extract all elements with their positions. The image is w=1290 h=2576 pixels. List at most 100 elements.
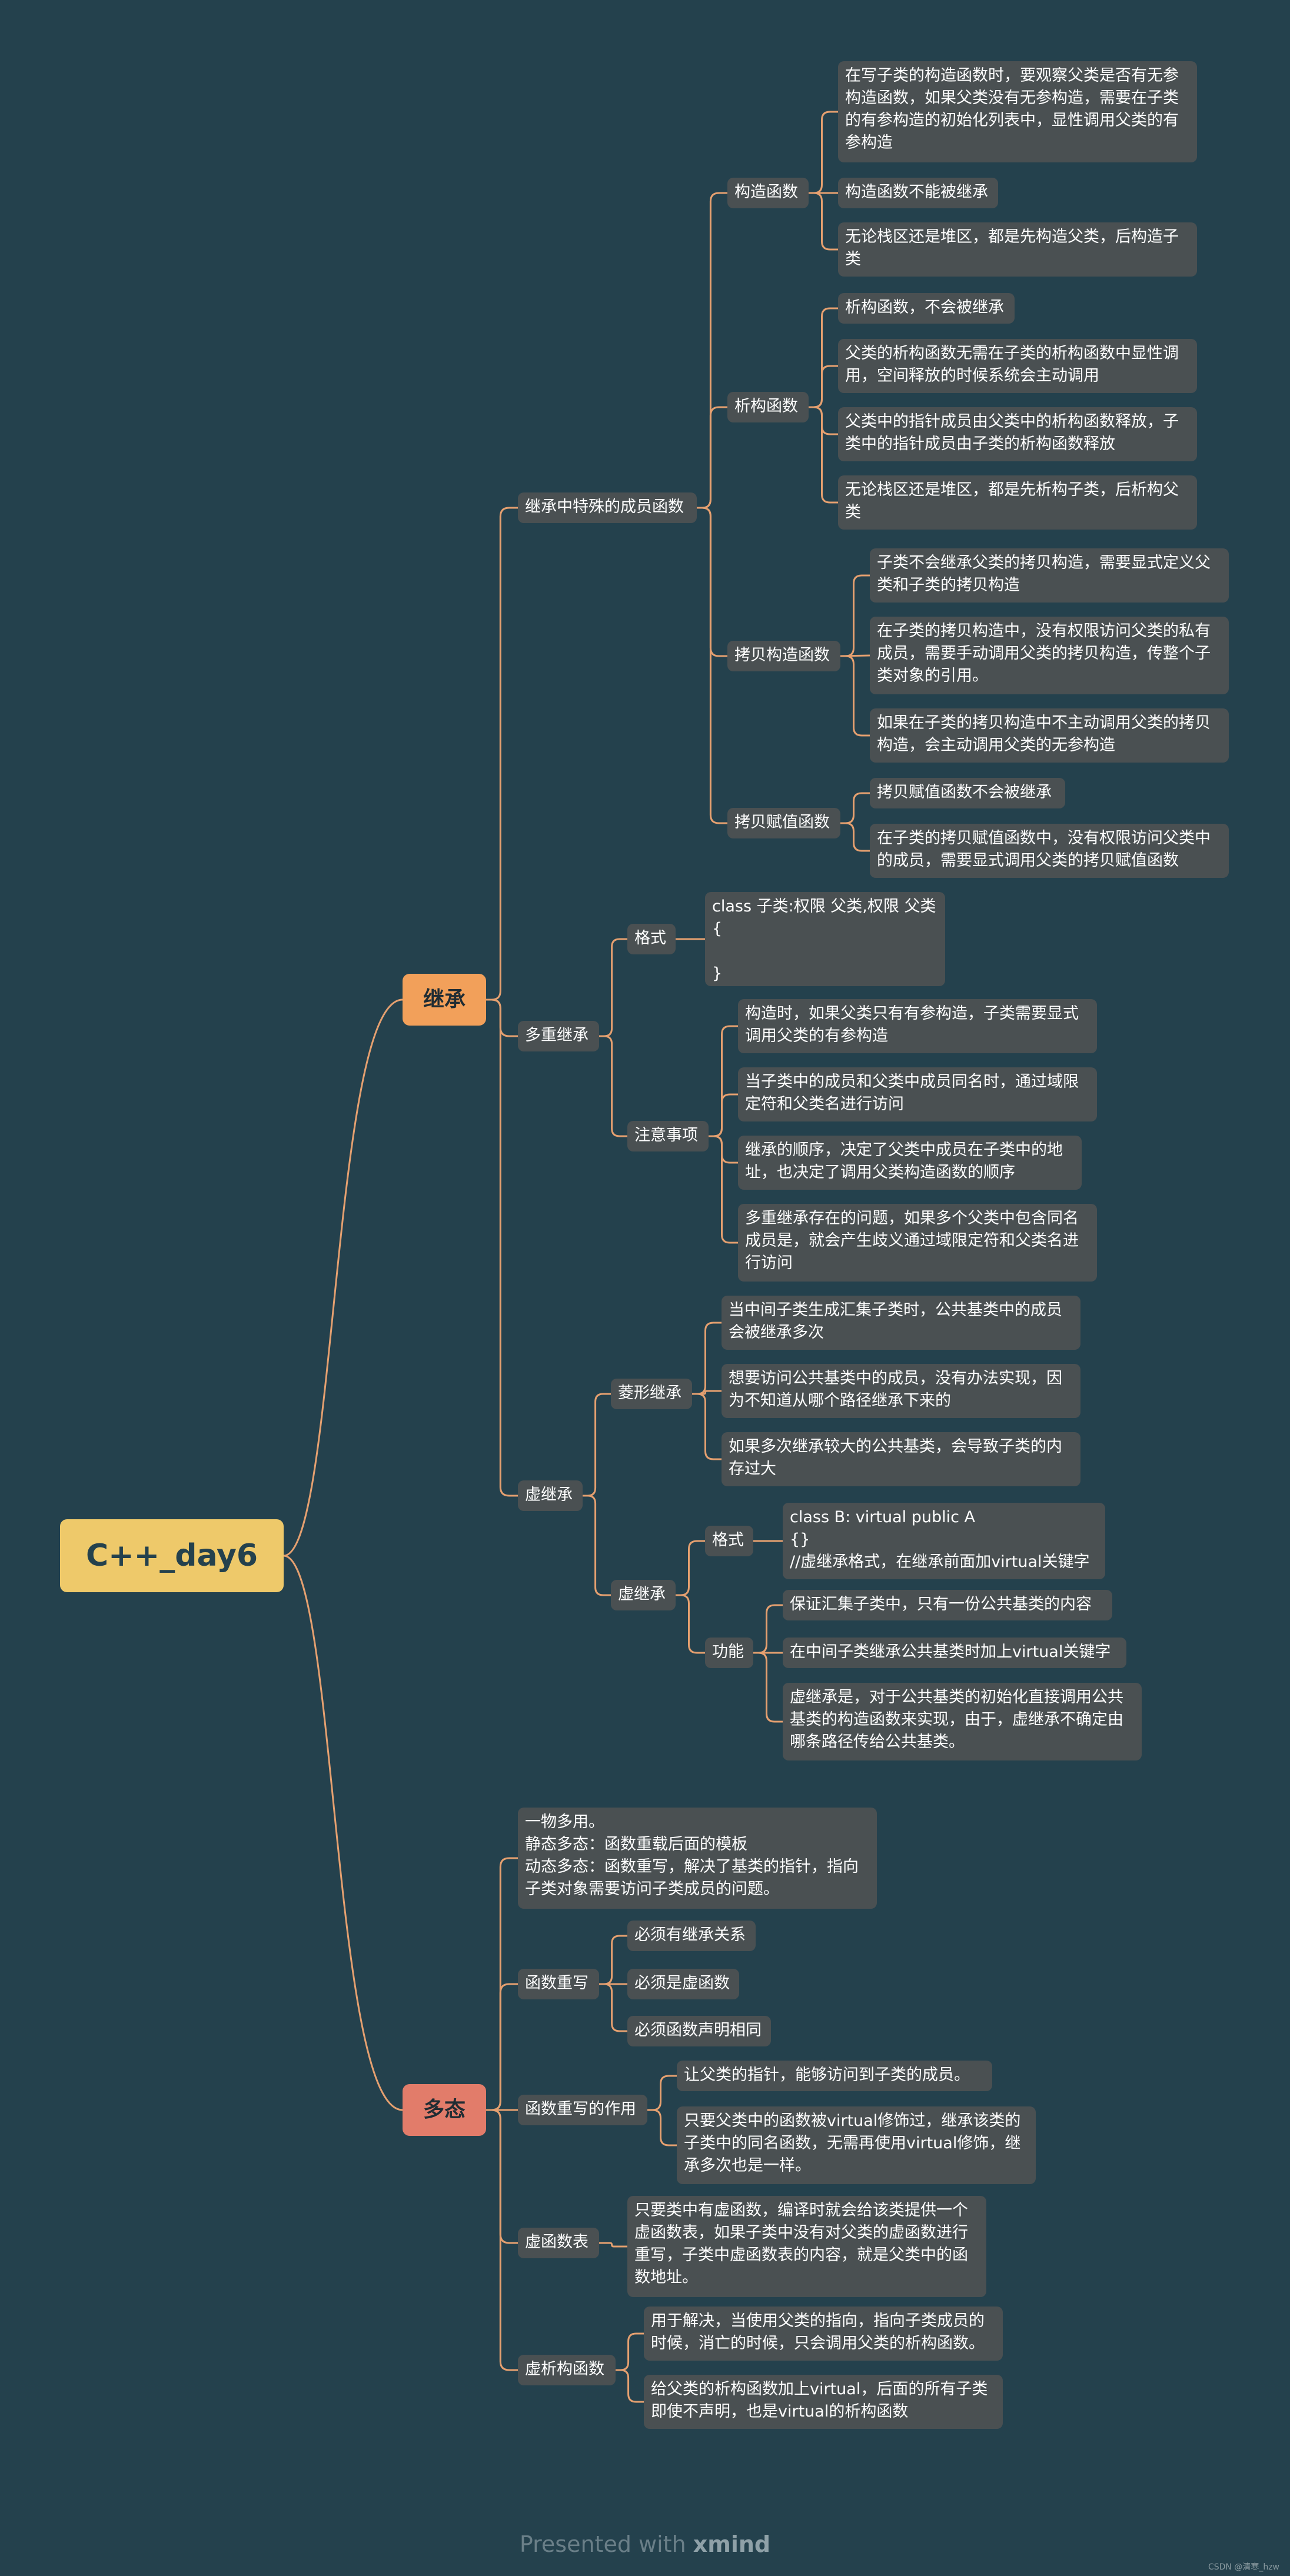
connector-topic-copy-constructor	[697, 507, 727, 657]
topic-special-members[interactable]: 继承中特殊的成员函数	[518, 492, 697, 523]
leaf-constructor-1[interactable]: 在写子类的构造函数时，要观察父类是否有无参构造函数，如果父类没有无参构造，需要在…	[838, 61, 1197, 162]
leaf-constructor-2[interactable]: 构造函数不能被继承	[838, 178, 998, 208]
leaf-polymorphism-definition[interactable]: 一物多用。 静态多态：函数重载后面的模板 动态多态：函数重写，解决了基类的指针，…	[518, 1808, 877, 1909]
connector-leaf-note-1	[709, 1025, 738, 1137]
connector-leaf-note-3	[709, 1135, 738, 1164]
connector-leaf-constructor-1	[809, 111, 838, 194]
leaf-destructor-4[interactable]: 无论栈区还是堆区，都是先析构子类，后析构父类	[838, 475, 1197, 530]
topic-virtual-inheritance[interactable]: 虚继承	[518, 1480, 583, 1511]
connector-topic-override	[486, 1983, 518, 2111]
connector-topic-copy-assignment	[697, 507, 727, 824]
connector-leaf-copy-1	[840, 574, 870, 657]
topic-multiple-inheritance[interactable]: 多重继承	[518, 1021, 599, 1051]
topic-virtual-destructor[interactable]: 虚析构函数	[518, 2355, 616, 2385]
leaf-override-3[interactable]: 必须函数声明相同	[627, 2016, 771, 2046]
connector-leaf-constructor-3	[809, 192, 838, 251]
connector-leaf-diamond-1	[692, 1322, 722, 1395]
topic-function[interactable]: 功能	[705, 1638, 753, 1668]
leaf-note-4[interactable]: 多重继承存在的问题，如果多个父类中包含同名成员是，就会产生歧义通过域限定符和父类…	[738, 1204, 1097, 1282]
leaf-note-3[interactable]: 继承的顺序，决定了父类中成员在子类中的地址，也决定了调用父类构造函数的顺序	[738, 1136, 1082, 1190]
connector-leaf-override-1	[599, 1935, 627, 1985]
connector-leaf-destructor-1	[809, 307, 838, 408]
topic-override-purpose[interactable]: 函数重写的作用	[518, 2095, 647, 2125]
leaf-copy-3[interactable]: 如果在子类的拷贝构造中不主动调用父类的拷贝构造，会主动调用父类的无参构造	[870, 708, 1229, 763]
topic-vtable[interactable]: 虚函数表	[518, 2228, 599, 2258]
leaf-purpose-2[interactable]: 只要父类中的函数被virtual修饰过，继承该类的子类中的同名函数，无需再使用v…	[677, 2106, 1036, 2184]
topic-destructor[interactable]: 析构函数	[727, 392, 809, 422]
footer-credit: Presented with xmind	[0, 2531, 1290, 2557]
connector-leaf-vdtor-1	[616, 2332, 644, 2371]
connector-leaf-destructor-2	[809, 365, 838, 408]
connector-topic-notes	[599, 1035, 627, 1137]
leaf-vdtor-2[interactable]: 给父类的析构函数加上virtual，后面的所有子类即使不声明，也是virtual…	[644, 2375, 1003, 2429]
connector-topic-vtable	[486, 2109, 518, 2244]
connector-leaf-diamond-3	[692, 1393, 722, 1460]
leaf-function-2[interactable]: 在中间子类继承公共基类时加上virtual关键字	[783, 1638, 1126, 1668]
topic-copy-constructor[interactable]: 拷贝构造函数	[727, 641, 840, 671]
connector-topic-virtual-inheritance-sub	[583, 1495, 611, 1596]
topic-override[interactable]: 函数重写	[518, 1969, 599, 1999]
leaf-diamond-2[interactable]: 想要访问公共基类中的成员，没有办法实现，因为不知道从哪个路径继承下来的	[722, 1364, 1080, 1418]
topic-notes[interactable]: 注意事项	[627, 1121, 709, 1151]
topic-diamond[interactable]: 菱形继承	[611, 1379, 692, 1409]
topic-inheritance[interactable]: 继承	[403, 974, 486, 1026]
topic-virtual-inheritance-sub[interactable]: 虚继承	[611, 1580, 676, 1610]
connector-topic-polymorphism	[283, 1555, 403, 2111]
leaf-note-2[interactable]: 当子类中的成员和父类中成员同名时，通过域限定符和父类名进行访问	[738, 1067, 1097, 1121]
connector-leaf-vdtor-2	[616, 2369, 644, 2403]
leaf-constructor-3[interactable]: 无论栈区还是堆区，都是先构造父类，后构造子类	[838, 222, 1197, 277]
connector-leaf-purpose-2	[647, 2109, 677, 2146]
leaf-diamond-1[interactable]: 当中间子类生成汇集子类时，公共基类中的成员会被继承多次	[722, 1296, 1080, 1350]
connector-leaf-assign-2	[840, 822, 870, 852]
connector-topic-special-members	[486, 507, 518, 1001]
connector-topic-format-2	[676, 1540, 705, 1596]
connector-topic-constructor	[697, 192, 727, 509]
connector-leaf-vtable	[599, 2242, 627, 2248]
connector-leaf-diamond-2	[692, 1390, 722, 1395]
connector-leaf-note-2	[709, 1093, 738, 1137]
connector-topic-format-1	[599, 938, 627, 1037]
connector-leaf-destructor-4	[809, 406, 838, 504]
topic-format-2[interactable]: 格式	[705, 1526, 753, 1556]
connector-topic-virtual-inheritance	[486, 999, 518, 1497]
topic-polymorphism[interactable]: 多态	[403, 2084, 486, 2136]
leaf-format-2[interactable]: class B: virtual public A {} //虚继承格式，在继承…	[783, 1503, 1105, 1579]
leaf-assign-1[interactable]: 拷贝赋值函数不会被继承	[870, 778, 1065, 808]
connector-topic-inheritance	[283, 999, 403, 1557]
leaf-copy-1[interactable]: 子类不会继承父类的拷贝构造，需要显式定义父类和子类的拷贝构造	[870, 548, 1229, 603]
connector-leaf-override-3	[599, 1983, 627, 2032]
leaf-destructor-2[interactable]: 父类的析构函数无需在子类的析构函数中显性调用，空间释放的时候系统会主动调用	[838, 339, 1197, 393]
leaf-note-1[interactable]: 构造时，如果父类只有有参构造，子类需要显式调用父类的有参构造	[738, 999, 1097, 1053]
leaf-function-1[interactable]: 保证汇集子类中，只有一份公共基类的内容	[783, 1590, 1112, 1620]
connector-leaf-note-4	[709, 1135, 738, 1244]
topic-copy-assignment[interactable]: 拷贝赋值函数	[727, 808, 840, 838]
connector-leaf-function-1	[753, 1604, 783, 1654]
leaf-function-3[interactable]: 虚继承是，对于公共基类的初始化直接调用公共基类的构造函数来实现，由于，虚继承不确…	[783, 1683, 1142, 1760]
connector-topic-function	[676, 1594, 705, 1654]
leaf-diamond-3[interactable]: 如果多次继承较大的公共基类，会导致子类的内存过大	[722, 1432, 1080, 1486]
topic-constructor[interactable]: 构造函数	[727, 178, 809, 208]
connector-topic-virtual-destructor	[486, 2109, 518, 2371]
connector-topic-destructor	[697, 406, 727, 509]
watermark: CSDN @清寒_hzw	[1208, 2562, 1279, 2572]
leaf-destructor-3[interactable]: 父类中的指针成员由父类中的析构函数释放，子类中的指针成员由子类的析构函数释放	[838, 407, 1197, 461]
leaf-format-1[interactable]: class 子类:权限 父类,权限 父类 { }	[705, 892, 945, 986]
connector-leaf-copy-3	[840, 655, 870, 737]
leaf-override-2[interactable]: 必须是虚函数	[627, 1969, 739, 1999]
leaf-purpose-1[interactable]: 让父类的指针，能够访问到子类的成员。	[677, 2061, 992, 2091]
connector-topic-multiple-inheritance	[486, 999, 518, 1037]
footer-prefix: Presented with	[519, 2531, 693, 2557]
topic-format-1[interactable]: 格式	[627, 924, 676, 954]
leaf-override-1[interactable]: 必须有继承关系	[627, 1921, 756, 1951]
xmind-logo-text: xmind	[693, 2531, 771, 2557]
leaf-vdtor-1[interactable]: 用于解决，当使用父类的指向，指向子类成员的时候，消亡的时候，只会调用父类的析构函…	[644, 2307, 1003, 2361]
connector-leaf-purpose-1	[647, 2075, 677, 2111]
leaf-vtable[interactable]: 只要类中有虚函数，编译时就会给该类提供一个虚函数表，如果子类中没有对父类的虚函数…	[627, 2196, 986, 2297]
leaf-copy-2[interactable]: 在子类的拷贝构造中，没有权限访问父类的私有成员，需要手动调用父类的拷贝构造，传整…	[870, 617, 1229, 694]
connector-leaf-function-3	[753, 1652, 783, 1723]
leaf-destructor-1[interactable]: 析构函数，不会被继承	[838, 293, 1015, 324]
root-topic[interactable]: C++_day6	[60, 1519, 284, 1592]
leaf-assign-2[interactable]: 在子类的拷贝赋值函数中，没有权限访问父类中的成员，需要显式调用父类的拷贝赋值函数	[870, 824, 1229, 878]
